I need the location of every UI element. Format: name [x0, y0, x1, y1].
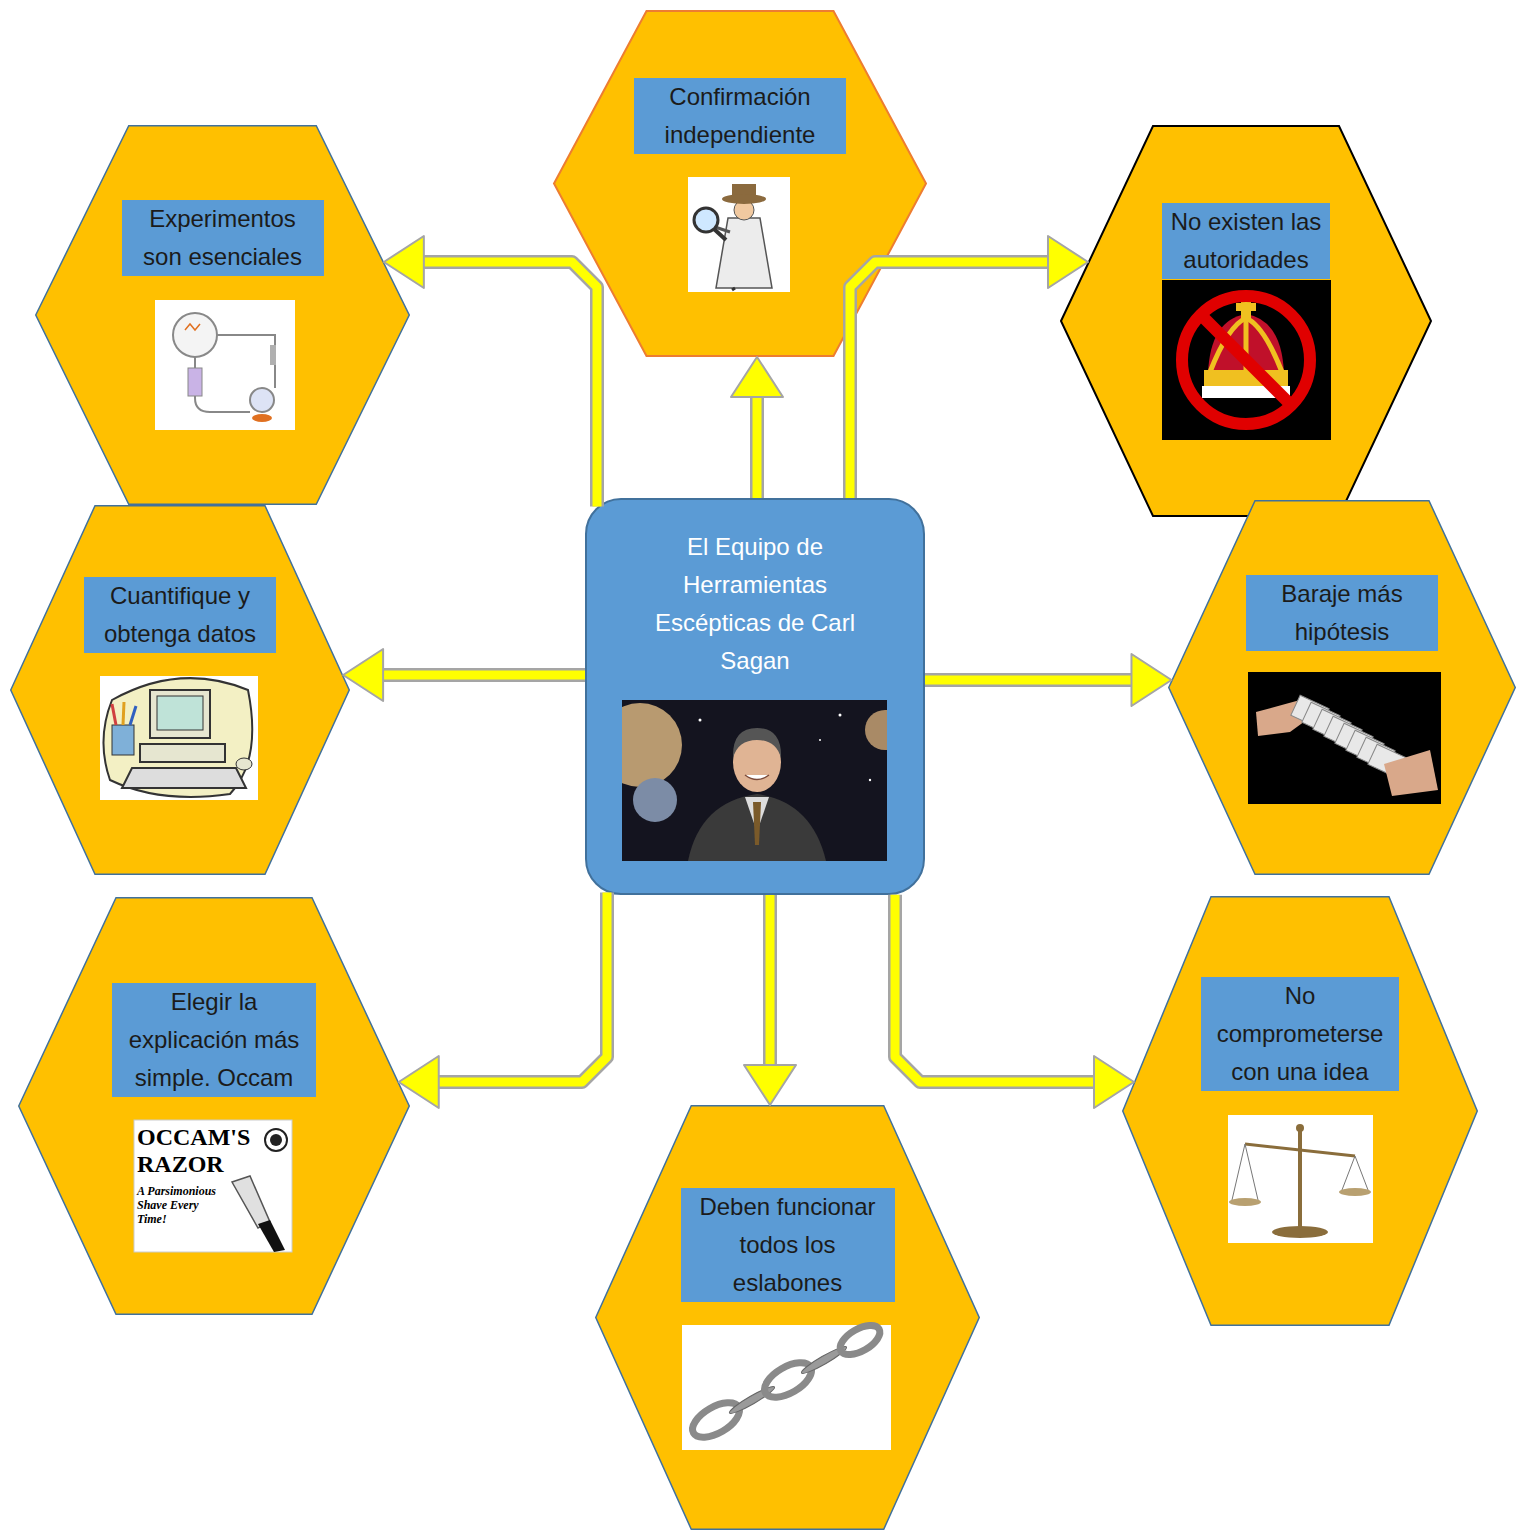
arrow-outline [383, 668, 585, 682]
arrow-shaft [850, 262, 1048, 498]
tool-hexagon: Experimentos son esenciales [35, 125, 410, 505]
hexagon-fill [11, 506, 350, 875]
arrow-outline [925, 673, 1131, 687]
arrow-shaft [895, 895, 1094, 1082]
hexagon-fill [1169, 501, 1516, 875]
card-shuffle-icon [1248, 672, 1441, 804]
hexagon-outline [35, 125, 410, 505]
arrow-head [343, 649, 383, 701]
arrow-outline [895, 895, 1094, 1082]
hexagon-outline [553, 10, 927, 357]
hexagon-fill [596, 1106, 980, 1530]
tool-hexagon: Deben funcionar todos los eslabones [595, 1105, 980, 1530]
hexagon-fill [19, 898, 410, 1315]
arrow-shaft [383, 671, 585, 680]
arrow-head [731, 357, 783, 397]
hexagon-outline [10, 505, 350, 875]
tool-hexagon: No comprometerse con una idea [1122, 896, 1478, 1326]
arrow-shaft [925, 676, 1131, 685]
arrow-outline [850, 262, 1048, 498]
tool-label: No comprometerse con una idea [1201, 977, 1399, 1091]
arrow-connector [399, 892, 607, 1108]
tool-label: Baraje más hipótesis [1246, 575, 1438, 651]
hexagon-outline [18, 897, 410, 1315]
arrow-shaft [766, 895, 775, 1065]
arrow-outline [763, 895, 777, 1065]
hexagon-fill [1061, 126, 1431, 516]
title-text: El Equipo de Herramientas Escépticas de … [635, 528, 875, 680]
computer-icon [100, 676, 258, 800]
banned-crown-icon [1162, 280, 1331, 440]
occam-razor-icon [134, 1120, 292, 1252]
arrow-connector [384, 236, 597, 507]
detective-icon [688, 177, 790, 292]
logo-title: OCCAM'S RAZOR [137, 1124, 262, 1178]
logo-slogan: A Parsimonious Shave Every Time! [137, 1184, 229, 1226]
arrow-outline [424, 262, 597, 507]
tool-label: Experimentos son esenciales [122, 200, 324, 276]
tool-label: No existen las autoridades [1162, 203, 1330, 279]
hexagon-outline [1168, 500, 1516, 875]
chain-icon [682, 1319, 891, 1450]
tool-hexagon: No existen las autoridades [1060, 125, 1432, 517]
title-box: El Equipo de Herramientas Escépticas de … [585, 498, 925, 895]
arrow-shaft [439, 892, 607, 1082]
tool-hexagon: Cuantifique y obtenga datos [10, 505, 350, 875]
hexagon-fill [1123, 897, 1478, 1326]
arrow-outline [750, 397, 764, 498]
tool-hexagon: Baraje más hipótesis [1168, 500, 1516, 875]
tool-label: Confirmación independiente [634, 78, 846, 154]
tool-label: Deben funcionar todos los eslabones [681, 1188, 895, 1302]
arrow-connector [343, 649, 585, 701]
arrow-connector [895, 895, 1134, 1108]
tool-hexagon: Confirmación independiente [553, 10, 927, 357]
arrow-connector [731, 357, 783, 498]
hexagon-fill [36, 126, 410, 505]
tool-label: Elegir la explicación más simple. Occam [112, 983, 316, 1097]
hexagon-outline [1122, 896, 1478, 1326]
arrow-connector [744, 895, 796, 1105]
arrow-head [1131, 654, 1171, 706]
hexagon-outline [1060, 125, 1432, 517]
arrow-head [744, 1065, 796, 1105]
arrow-connector [925, 654, 1171, 706]
tool-label: Cuantifique y obtenga datos [84, 577, 276, 653]
experiment-apparatus-icon [155, 300, 295, 430]
arrow-connector [850, 236, 1088, 498]
portrait-photo [622, 700, 887, 861]
arrow-shaft [424, 262, 597, 507]
balance-scale-icon [1228, 1115, 1373, 1243]
rounded-box-fill [586, 499, 924, 894]
hexagon-fill [554, 11, 926, 356]
arrow-shaft [753, 397, 762, 498]
hexagon-outline [595, 1105, 980, 1530]
tool-hexagon: Elegir la explicación más simple. Occam [18, 897, 410, 1315]
arrow-outline [439, 892, 607, 1082]
